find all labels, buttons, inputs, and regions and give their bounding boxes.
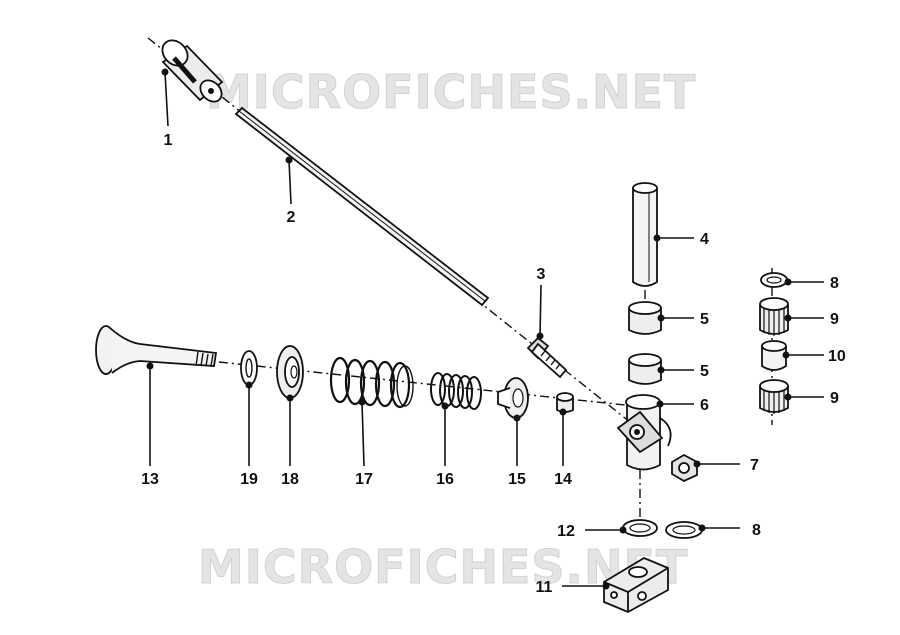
rocker-arm	[616, 394, 672, 471]
callout-8-bottom: 8	[752, 522, 761, 539]
callout-2: 2	[287, 209, 296, 226]
valve-keeper	[240, 350, 258, 386]
valve-cap	[556, 392, 574, 413]
washer-bottom-right	[665, 521, 703, 539]
bushing-lower	[628, 353, 662, 385]
watermark-top: MICROFICHES.NET	[206, 65, 696, 119]
callout-5-lower: 5	[700, 363, 709, 380]
needle-bearing-upper	[759, 297, 789, 336]
callout-15: 15	[508, 471, 526, 488]
pushrod	[234, 106, 490, 307]
washer-right-top	[760, 272, 788, 288]
callout-9-upper: 9	[830, 311, 839, 328]
rocker-bracket	[603, 556, 669, 613]
callout-4: 4	[700, 231, 709, 248]
callout-14: 14	[554, 471, 572, 488]
outer-valve-spring	[329, 356, 414, 409]
callout-6: 6	[700, 397, 709, 414]
callout-9-lower: 9	[830, 390, 839, 407]
callout-8-right: 8	[830, 275, 839, 292]
callout-10: 10	[828, 348, 846, 365]
callout-16: 16	[436, 471, 454, 488]
leader-lines	[146, 68, 824, 590]
callout-7: 7	[750, 457, 759, 474]
adjusting-bolt	[526, 336, 568, 379]
lock-nut	[671, 453, 698, 483]
bushing-upper	[628, 301, 662, 335]
spring-retainer	[497, 377, 529, 419]
inner-valve-spring	[430, 372, 482, 410]
pushrod-end-fitting	[161, 39, 224, 103]
needle-bearing-lower	[759, 379, 789, 414]
rocker-shaft	[632, 182, 658, 287]
callout-19: 19	[240, 471, 258, 488]
callout-3: 3	[537, 266, 546, 283]
callout-17: 17	[355, 471, 373, 488]
callout-labels: 1 2 3 4 5 5 6 7 8 9 10 9 12 8 11 13 19 1…	[141, 132, 846, 596]
callout-11: 11	[536, 579, 553, 596]
spring-seat	[276, 345, 304, 399]
callout-5-upper: 5	[700, 311, 709, 328]
valve	[95, 325, 218, 375]
watermark-bottom: MICROFICHES.NET	[198, 540, 688, 594]
callout-13: 13	[141, 471, 159, 488]
spacer-sleeve	[761, 340, 787, 371]
callout-12: 12	[557, 523, 575, 540]
callout-1: 1	[164, 132, 173, 149]
washer-bottom-left	[622, 519, 658, 537]
callout-18: 18	[281, 471, 299, 488]
